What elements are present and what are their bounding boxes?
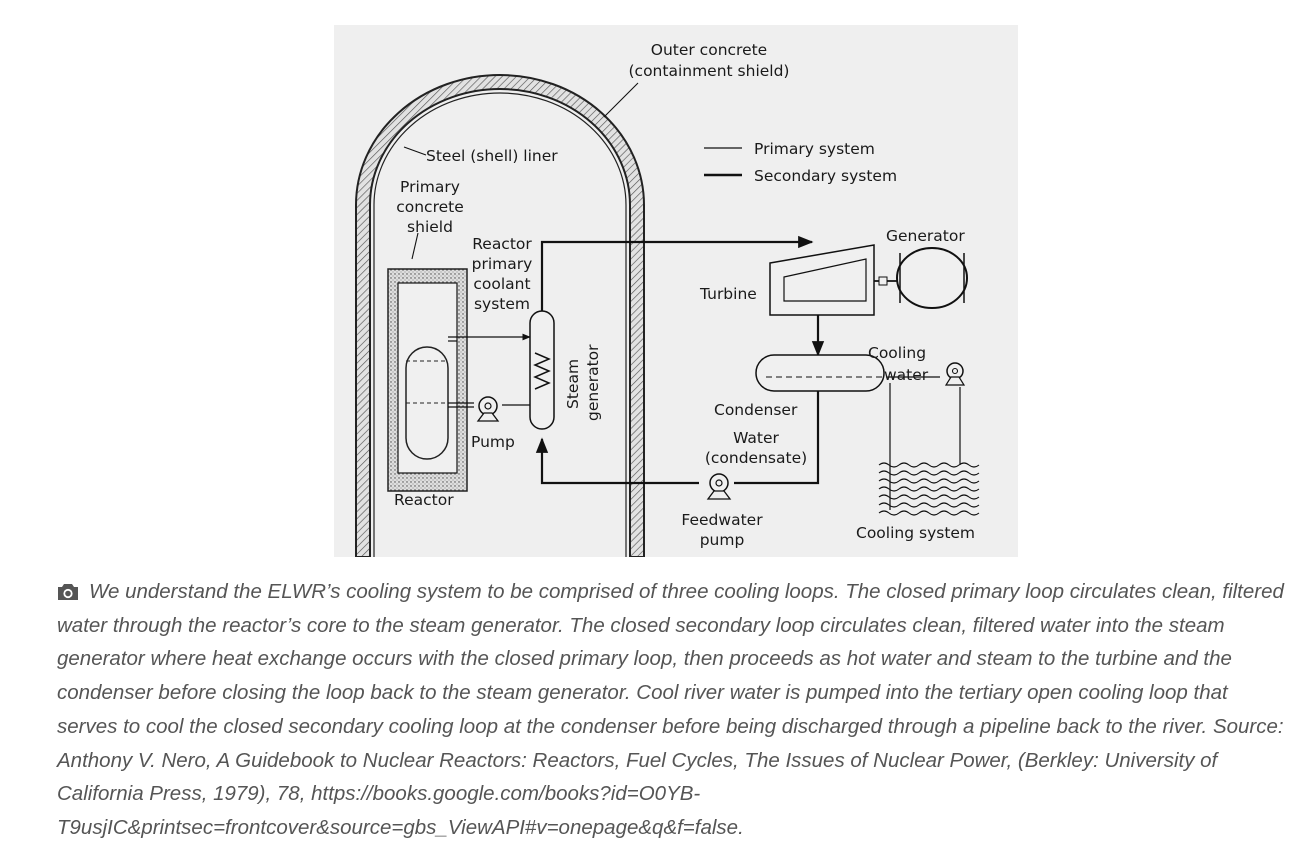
feedwater-pump-label: Feedwater (681, 511, 763, 529)
coolant-system-label: system (474, 295, 530, 313)
primary-loop (448, 333, 531, 408)
condensate-label: Water (733, 429, 779, 447)
steam-generator (529, 310, 555, 430)
pump-icon (476, 396, 500, 422)
condensate-label: (condensate) (705, 449, 807, 467)
legend-primary-label: Primary system (754, 140, 875, 158)
containment-shield (355, 74, 645, 557)
turbine (769, 244, 875, 316)
caption-text: We understand the ELWR’s cooling system … (57, 580, 1284, 839)
primary-shield-label: concrete (396, 198, 464, 216)
legend-secondary-label: Secondary system (754, 167, 897, 185)
steel-liner-label: Steel (shell) liner (426, 147, 558, 165)
outer-concrete-label: (containment shield) (629, 62, 790, 80)
generator-label: Generator (886, 227, 965, 245)
reactor-vessel (387, 268, 468, 492)
coolant-system-label: Reactor (472, 235, 532, 253)
condenser-label: Condenser (714, 401, 798, 419)
cooling-water-label: Cooling (868, 344, 926, 362)
steam-generator-label: Steam (564, 359, 582, 409)
reactor-label: Reactor (394, 491, 454, 509)
cooling-system-water (878, 462, 980, 516)
camera-icon (58, 584, 78, 600)
generator (874, 247, 968, 309)
turbine-label: Turbine (699, 285, 757, 303)
feedwater-pump-label: pump (700, 531, 745, 549)
reactor-cooling-diagram: Outer concrete (containment shield) Stee… (334, 25, 1018, 557)
coolant-system-label: primary (472, 255, 533, 273)
primary-shield-label: Primary (400, 178, 460, 196)
pump-label: Pump (471, 433, 515, 451)
cooling-water-loop (889, 376, 961, 510)
figure-caption: We understand the ELWR’s cooling system … (57, 575, 1289, 845)
secondary-loop (535, 235, 825, 485)
steam-generator-label: generator (584, 344, 602, 421)
leader-lines (403, 82, 639, 260)
cooling-water-pump-icon (944, 362, 966, 386)
cooling-system-label: Cooling system (856, 524, 975, 542)
primary-shield-label: shield (407, 218, 453, 236)
coolant-system-label: coolant (473, 275, 530, 293)
cooling-water-label: water (884, 366, 929, 384)
feedwater-pump-icon (706, 473, 732, 500)
outer-concrete-label: Outer concrete (651, 41, 767, 59)
